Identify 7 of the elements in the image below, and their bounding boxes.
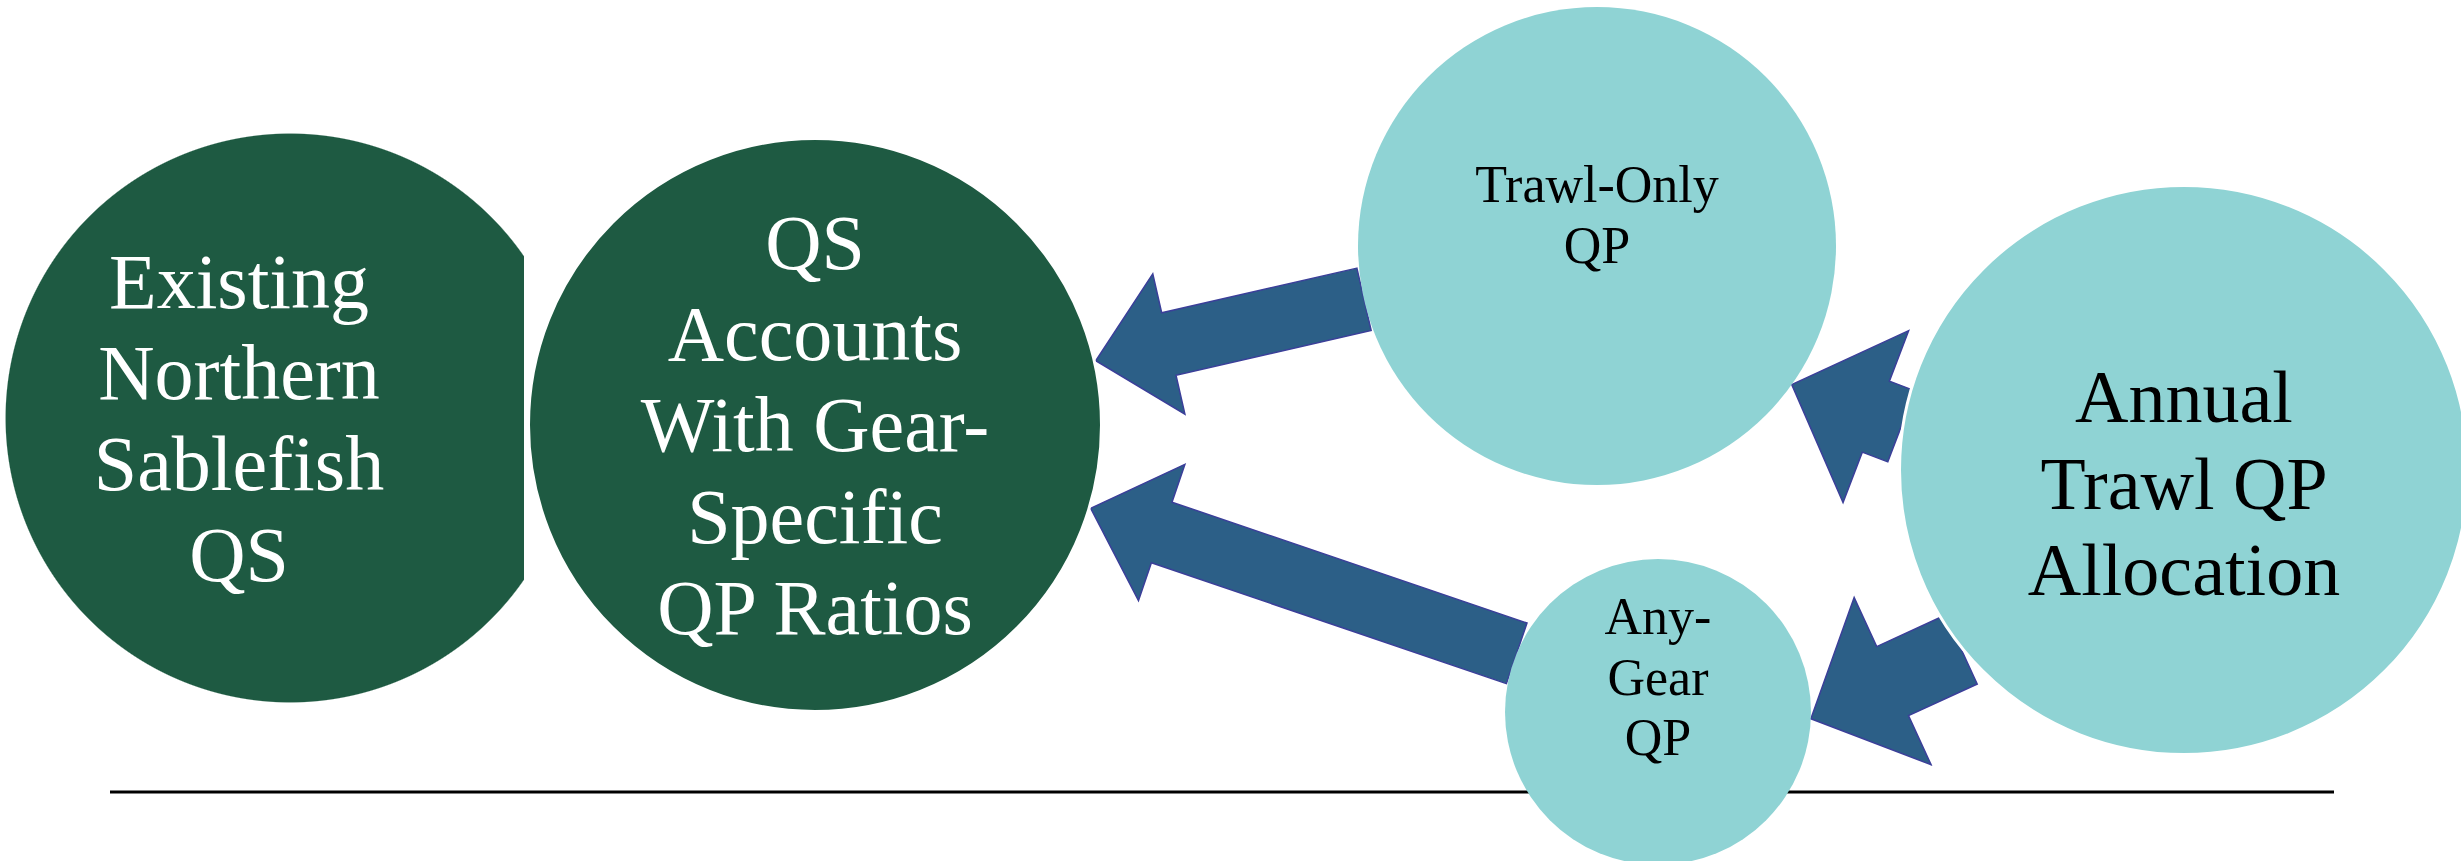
block-arrow (1094, 267, 1373, 416)
node-label: Trawl-Only QP (1474, 155, 1720, 276)
node-label: Any-Gear QP (1603, 586, 1713, 769)
node-label: QS Accounts With Gear-Specific QP Ratios (639, 197, 991, 653)
node-label: Annual Trawl QP Allocation (2026, 355, 2342, 614)
block-arrow (1089, 462, 1528, 685)
node-label: Existing Northern Sablefish QS (92, 236, 386, 601)
